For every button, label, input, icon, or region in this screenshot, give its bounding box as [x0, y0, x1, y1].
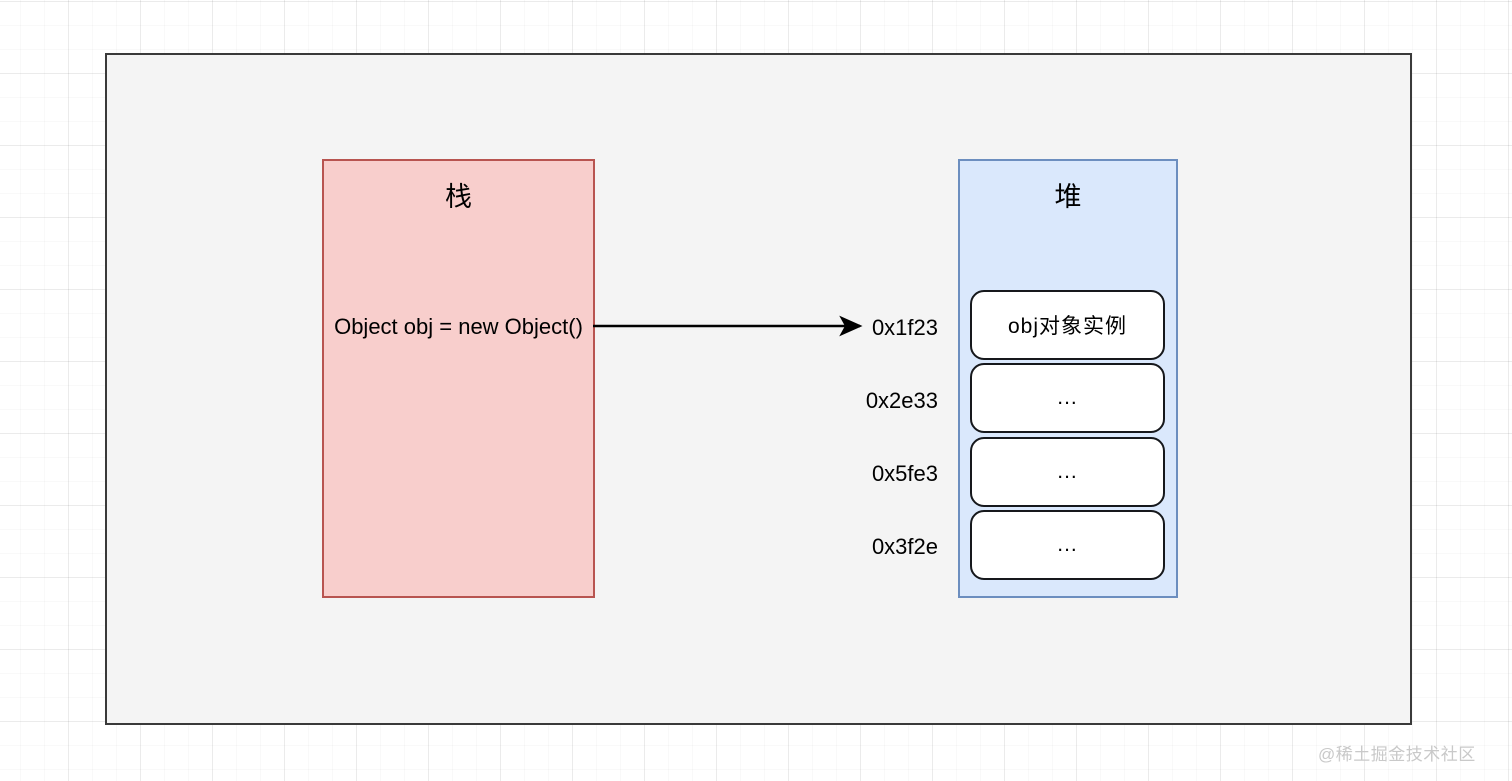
heap-address-label: 0x5fe3	[871, 461, 938, 486]
heap-slot-label: ...	[1057, 460, 1078, 483]
outer-container-frame	[105, 53, 1412, 725]
heap-title: 堆	[1054, 182, 1082, 212]
heap-slot[interactable]: ...	[970, 510, 1165, 580]
stack-code-line: Object obj = new Object()	[334, 314, 583, 339]
heap-address-label: 0x1f23	[871, 315, 938, 340]
heap-slot-label: obj对象实例	[1007, 315, 1128, 338]
heap-address-label: 0x2e33	[865, 388, 938, 413]
heap-slot-label: ...	[1057, 386, 1078, 409]
stack-box[interactable]: 栈 Object obj = new Object()	[322, 159, 595, 598]
heap-slot[interactable]: obj对象实例	[970, 290, 1165, 360]
heap-slot-label: ...	[1057, 533, 1078, 556]
watermark: @稀土掘金技术社区	[1318, 745, 1476, 764]
heap-slot[interactable]: ...	[970, 437, 1165, 507]
heap-slot[interactable]: ...	[970, 363, 1165, 433]
stack-title: 栈	[445, 182, 472, 212]
reference-arrow	[593, 315, 863, 337]
heap-address-label: 0x3f2e	[871, 534, 938, 559]
